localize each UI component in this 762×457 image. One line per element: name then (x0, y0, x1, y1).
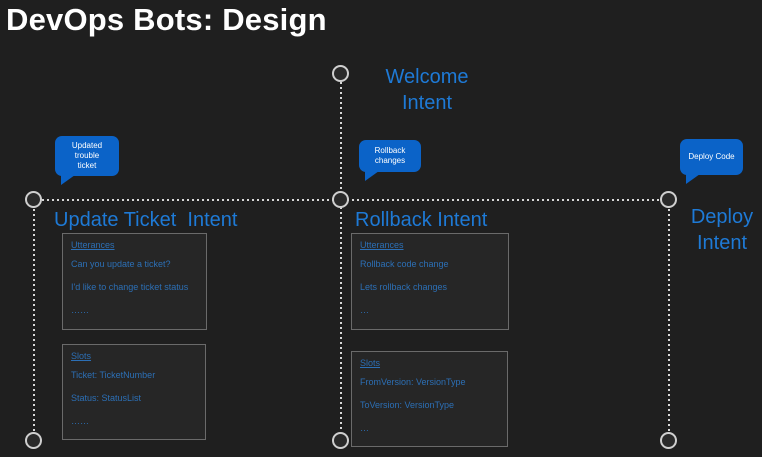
slot-item: … (360, 423, 369, 433)
utterances-heading: Utterances (360, 240, 404, 250)
deploy-bubble-text: Deploy Code (688, 152, 735, 161)
slot-item: …… (71, 416, 89, 426)
slot-item: ToVersion: VersionType (360, 400, 455, 410)
welcome-intent-line2: Intent (401, 92, 453, 114)
rollback-slots-card: Slots FromVersion: VersionType ToVersion… (351, 351, 508, 447)
utterance-item: Can you update a ticket? (71, 259, 171, 269)
deploy-node[interactable] (660, 191, 677, 208)
bubble-tail (61, 175, 75, 185)
rollback-bubble-line2: changes (374, 156, 406, 165)
welcome-intent-line1: Welcome (385, 66, 469, 88)
utterances-heading: Utterances (71, 240, 115, 250)
update-ticket-node[interactable] (25, 191, 42, 208)
deploy-intent-line1: Deploy (690, 206, 754, 228)
update-ticket-slots-card: Slots Ticket: TicketNumber Status: Statu… (62, 344, 206, 440)
slot-item: Ticket: TicketNumber (71, 370, 156, 380)
welcome-intent-label: Welcome Intent (378, 64, 476, 116)
utterance-item: …… (71, 305, 89, 315)
rollback-bubble-line1: Rollback (374, 146, 406, 155)
utterance-item: … (360, 305, 369, 315)
update-ticket-bubble-line2: ticket (77, 161, 97, 170)
deploy-intent-label: Deploy Intent (683, 204, 761, 256)
slot-item: Status: StatusList (71, 393, 142, 403)
deploy-speech-bubble: Deploy Code (680, 139, 743, 184)
slot-item: FromVersion: VersionType (360, 377, 466, 387)
utterance-item: Rollback code change (360, 259, 449, 269)
slots-heading: Slots (360, 358, 381, 368)
update-ticket-intent-label: Update Ticket Intent (54, 209, 238, 231)
utterance-item: Lets rollback changes (360, 282, 448, 292)
slide-title: DevOps Bots: Design (6, 2, 327, 37)
update-ticket-end-node[interactable] (25, 432, 42, 449)
deploy-intent-line2: Intent (696, 232, 748, 254)
rollback-utterances-card: Utterances Rollback code change Lets rol… (351, 233, 509, 330)
update-ticket-bubble-line1: Updated trouble (71, 141, 103, 160)
utterance-item: I'd like to change ticket status (71, 282, 189, 292)
rollback-end-node[interactable] (332, 432, 349, 449)
deploy-end-node[interactable] (660, 432, 677, 449)
update-ticket-speech-bubble: Updated trouble ticket (55, 136, 119, 185)
rollback-node[interactable] (332, 191, 349, 208)
bubble-tail (686, 174, 700, 184)
welcome-node[interactable] (332, 65, 349, 82)
bubble-tail (365, 171, 379, 181)
rollback-speech-bubble: Rollback changes (359, 140, 421, 181)
update-ticket-utterances-card: Utterances Can you update a ticket? I'd … (62, 233, 207, 330)
rollback-intent-label: Rollback Intent (355, 209, 488, 231)
slots-heading: Slots (71, 351, 92, 361)
